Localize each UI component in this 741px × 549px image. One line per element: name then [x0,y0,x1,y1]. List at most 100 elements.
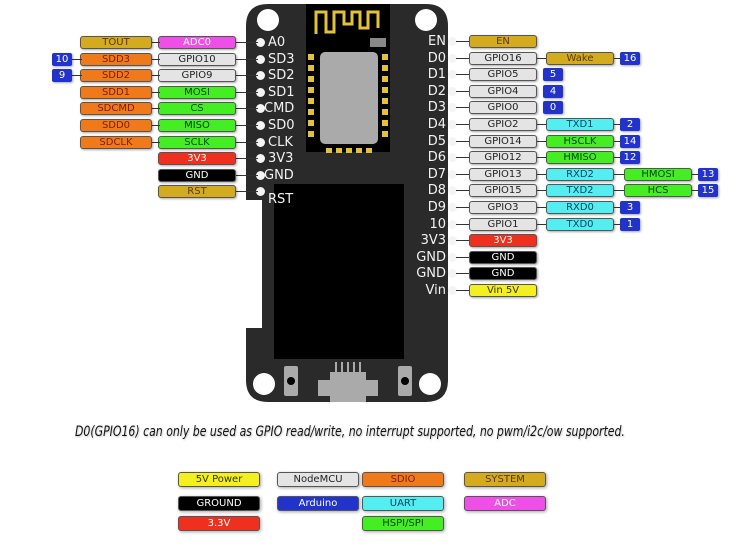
pin-label: A0 [268,35,286,50]
arduino-pin-number: 2 [620,118,640,131]
arduino-pin-number: 10 [52,52,72,66]
antenna-pad [370,38,386,47]
pin-label: CLK [268,134,293,150]
wire [614,207,622,208]
pin-label: SD1 [268,84,295,100]
wire [614,124,622,125]
pin-dot [256,137,265,147]
alt-tag: HMISO [546,151,614,165]
alt-tag: TOUT [80,36,152,49]
arduino-pin-number: 13 [698,167,718,181]
wire [537,207,547,208]
legend-item-ground: GROUND [178,496,260,511]
alt-tag: SDD0 [80,119,152,132]
nodemcu-board [246,4,448,402]
pin-label: SD2 [268,68,295,84]
gpio16-note: D0(GPIO16) can only be used as GPIO read… [75,424,625,440]
func-tag: MISO [158,119,236,132]
pin-dot [448,219,457,229]
legend-item-power33: 3.3V [178,516,260,531]
wire [70,75,82,77]
wire [537,173,547,175]
func-tag: GPIO5 [469,68,537,82]
legend-item-sdio: SDIO [362,472,444,487]
arduino-pin-number: 16 [620,51,640,65]
pin-label: D9 [427,200,446,215]
pin-label: GND [416,249,446,265]
wire [456,140,470,142]
mount-hole-top-left [257,9,279,31]
func-tag: MOSI [158,85,236,99]
pin-dot [256,121,265,130]
alt-tag: RXD0 [546,201,614,214]
func-tag: GPIO2 [469,118,537,131]
wire [692,190,700,192]
wire [232,58,258,60]
wire [456,207,470,208]
pin-dot [448,86,457,96]
wire [614,140,622,142]
alt-tag: SDD3 [80,52,152,66]
pin-dot [448,252,457,262]
wire [232,158,258,160]
mount-hole-top-right [415,9,437,31]
pin-label: SD0 [268,118,295,133]
wire [614,57,622,59]
wifi-antenna [314,10,380,34]
legend-item-nodemcu: NodeMCU [277,472,359,487]
alt-tag: SDCLK [80,135,152,149]
wire [232,125,258,126]
mount-hole-bottom-left [253,373,275,395]
legend-item-adc: ADC [464,496,546,511]
pin-label: CMD [264,101,295,117]
wire [232,174,258,176]
pin-dot [448,169,457,179]
alt-tag: SDD2 [80,69,152,83]
alt-tag: SDCMD [80,102,152,116]
wire [537,223,547,225]
func-tag: GPIO4 [469,84,537,98]
pin-dot [448,120,457,129]
wire [150,91,160,93]
wire [456,90,470,92]
arduino-pin-number: 3 [620,201,640,214]
pin-label: D2 [427,83,446,99]
wire [537,157,547,159]
pin-label: 3V3 [420,233,446,249]
func-tag: GPIO15 [469,184,537,198]
func-tag: GPIO12 [469,151,537,165]
pin-label: D3 [427,100,446,116]
pin-dot [448,53,457,63]
pin-label: Vin [425,283,446,298]
pin-label: D1 [427,67,446,83]
func-tag: SCLK [158,135,236,149]
pin-label: SD3 [268,51,295,67]
pin-label: GND [416,266,446,282]
func-tag: GPIO13 [469,167,537,181]
wire [150,58,160,60]
wire [232,108,258,110]
func-tag: ADC0 [158,36,236,49]
pin-label: GND [264,167,294,183]
wire [456,190,470,192]
side-notch [246,200,262,328]
wire [456,240,470,242]
shield-can [320,52,378,144]
wire [456,223,470,225]
wire [456,157,470,159]
wire [614,190,624,192]
wire [456,173,470,175]
func-tag: EN [469,35,537,48]
func-tag: RST [158,185,236,199]
pin-dot [256,71,265,81]
wire [456,273,470,275]
wire [456,256,470,258]
wire [150,42,160,43]
wire [456,57,470,59]
wire [150,125,160,126]
pin-label: D0 [427,50,446,66]
usb-port [318,372,378,402]
arduino-pin-number: 1 [620,217,640,231]
wire [537,140,547,142]
wire [150,108,160,110]
